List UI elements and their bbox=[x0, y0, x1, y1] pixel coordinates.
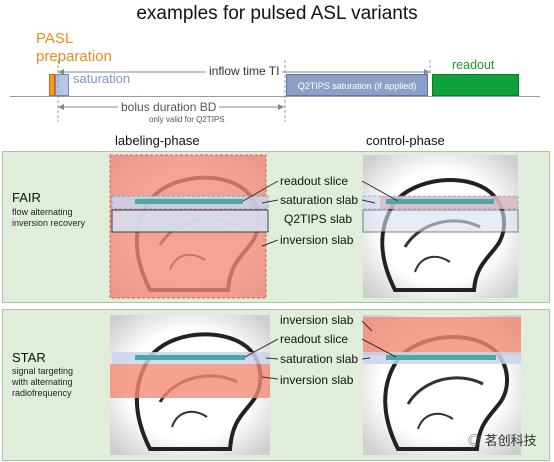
watermark-text: 茗创科技 bbox=[484, 433, 537, 448]
star-description: signal targeting with alternating radiof… bbox=[12, 366, 73, 399]
fair-q2tips-slab-labeling bbox=[111, 209, 269, 233]
pasl-label-line1: PASL bbox=[36, 30, 74, 47]
inflow-time-label: inflow time TI bbox=[206, 64, 283, 78]
wechat-icon: ◎ bbox=[468, 433, 485, 448]
star-illustration bbox=[110, 315, 521, 455]
control-phase-heading: control-phase bbox=[366, 133, 445, 148]
fair-saturation-slab-label: saturation slab bbox=[280, 193, 359, 207]
timeline-baseline bbox=[10, 96, 540, 97]
star-saturation-slab-label: saturation slab bbox=[280, 352, 359, 366]
fair-illustration bbox=[109, 154, 519, 299]
star-inversion-slab-bottom-label: inversion slab bbox=[280, 373, 354, 387]
pasl-pulse-block bbox=[49, 74, 55, 96]
star-control-image bbox=[363, 315, 521, 455]
star-inversion-slab-top-label: inversion slab bbox=[280, 313, 354, 327]
watermark: ◎ 茗创科技 bbox=[468, 430, 537, 449]
star-inversion-slab-control bbox=[363, 317, 521, 355]
star-inversion-slab-labeling bbox=[110, 364, 270, 398]
readout-label: readout bbox=[452, 58, 495, 72]
saturation-label: saturation bbox=[73, 71, 131, 86]
star-desc-line1: signal targeting bbox=[12, 366, 74, 376]
fair-title: FAIR bbox=[12, 190, 41, 205]
fair-readout-slice-label: readout slice bbox=[280, 174, 349, 188]
readout-block bbox=[432, 74, 519, 96]
bolus-note: only valid for Q2TIPS bbox=[149, 115, 225, 124]
star-readout-slice-labeling bbox=[135, 355, 245, 360]
pasl-preparation-label: PASL preparation bbox=[36, 30, 112, 66]
bolus-duration-label: bolus duration BD bbox=[118, 100, 220, 114]
fair-readout-slice-control bbox=[386, 199, 494, 204]
q2tips-saturation-block: Q2TIPS saturation (if applied) bbox=[286, 74, 428, 96]
star-labeling-image bbox=[110, 315, 270, 455]
star-desc-line3: radiofrequency bbox=[12, 388, 72, 398]
labeling-phase-heading: labeling-phase bbox=[115, 133, 200, 148]
pasl-label-line2: preparation bbox=[36, 48, 112, 65]
diagram-title: examples for pulsed ASL variants bbox=[136, 3, 418, 24]
fair-inversion-slab-label: inversion slab bbox=[280, 233, 354, 247]
star-desc-line2: with alternating bbox=[12, 377, 73, 387]
fair-desc-line1: flow alternating bbox=[12, 207, 73, 217]
fair-q2tips-slab-label: Q2TIPS slab bbox=[284, 212, 353, 226]
fair-q2tips-slab-control bbox=[362, 209, 519, 233]
star-title: STAR bbox=[12, 350, 46, 365]
fair-description: flow alternating inversion recovery bbox=[12, 207, 85, 229]
star-readout-slice-label: readout slice bbox=[280, 332, 349, 346]
fair-readout-slice-labeling bbox=[135, 199, 243, 204]
star-readout-slice-control bbox=[386, 355, 496, 360]
fair-desc-line2: inversion recovery bbox=[12, 218, 86, 228]
